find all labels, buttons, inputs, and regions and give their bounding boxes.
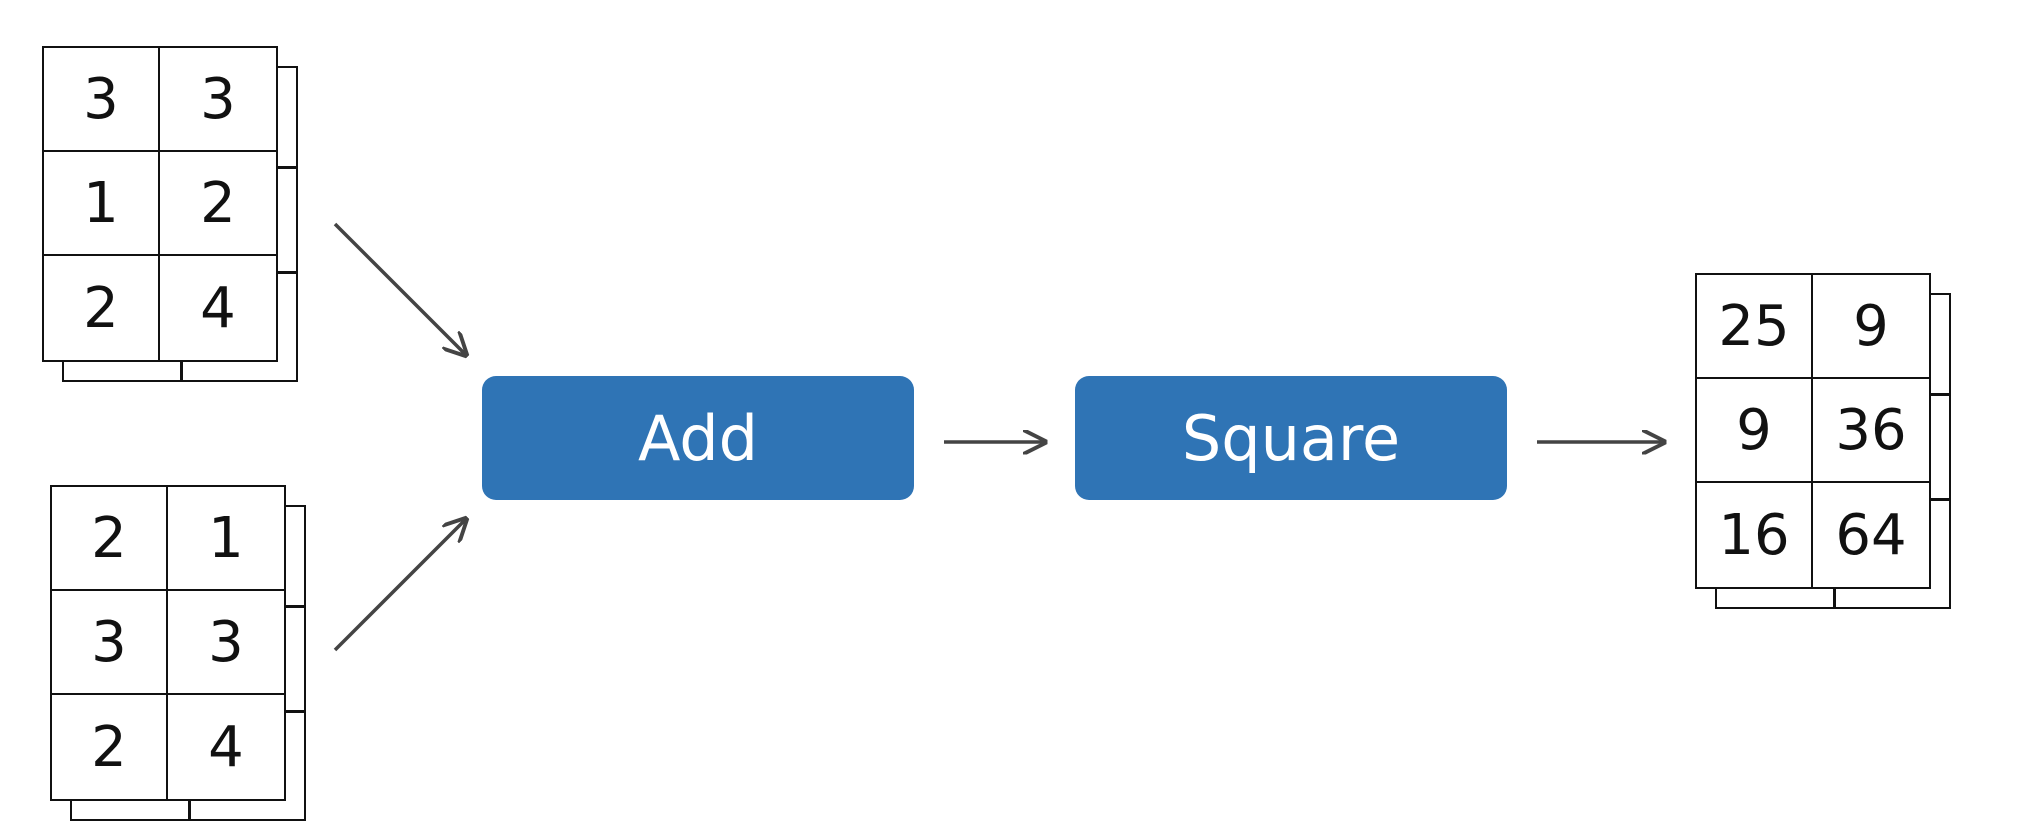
tensor-cell: 2 <box>52 695 168 799</box>
tensor-cell: 4 <box>208 714 244 780</box>
tensor-grid: 3 3 1 2 2 4 <box>42 46 278 362</box>
input-tensor-b: 2 1 3 3 2 4 <box>50 485 306 821</box>
tensor-cell: 2 <box>44 256 160 360</box>
tensor-cell: 36 <box>1813 379 1929 483</box>
tensor-cell: 1 <box>44 152 160 256</box>
tensor-cell: 25 <box>1697 275 1813 379</box>
tensor-cell: 3 <box>44 48 160 152</box>
tensor-cell: 2 <box>160 152 276 256</box>
arrow-right-icon <box>333 519 466 652</box>
tensor-grid: 25 9 9 36 16 64 <box>1695 273 1931 589</box>
tensor-cell: 9 <box>1697 379 1813 483</box>
tensor-cell: 4 <box>200 275 236 341</box>
add-operation: Add <box>482 376 914 500</box>
square-operation: Square <box>1075 376 1507 500</box>
output-tensor: 25 9 9 36 16 64 <box>1695 273 1951 609</box>
tensor-cell: 3 <box>52 591 168 695</box>
tensor-cell: 16 <box>1697 483 1813 587</box>
tensor-grid: 2 1 3 3 2 4 <box>50 485 286 801</box>
tensor-cell: 3 <box>168 591 284 695</box>
tensor-cell: 2 <box>52 487 168 591</box>
arrow-right-icon <box>333 222 466 355</box>
tensor-cell: 1 <box>168 487 284 591</box>
tensor-cell: 64 <box>1835 502 1907 568</box>
tensor-cell: 9 <box>1813 275 1929 379</box>
tensor-cell: 3 <box>160 48 276 152</box>
input-tensor-a: 3 3 1 2 2 4 <box>42 46 298 382</box>
